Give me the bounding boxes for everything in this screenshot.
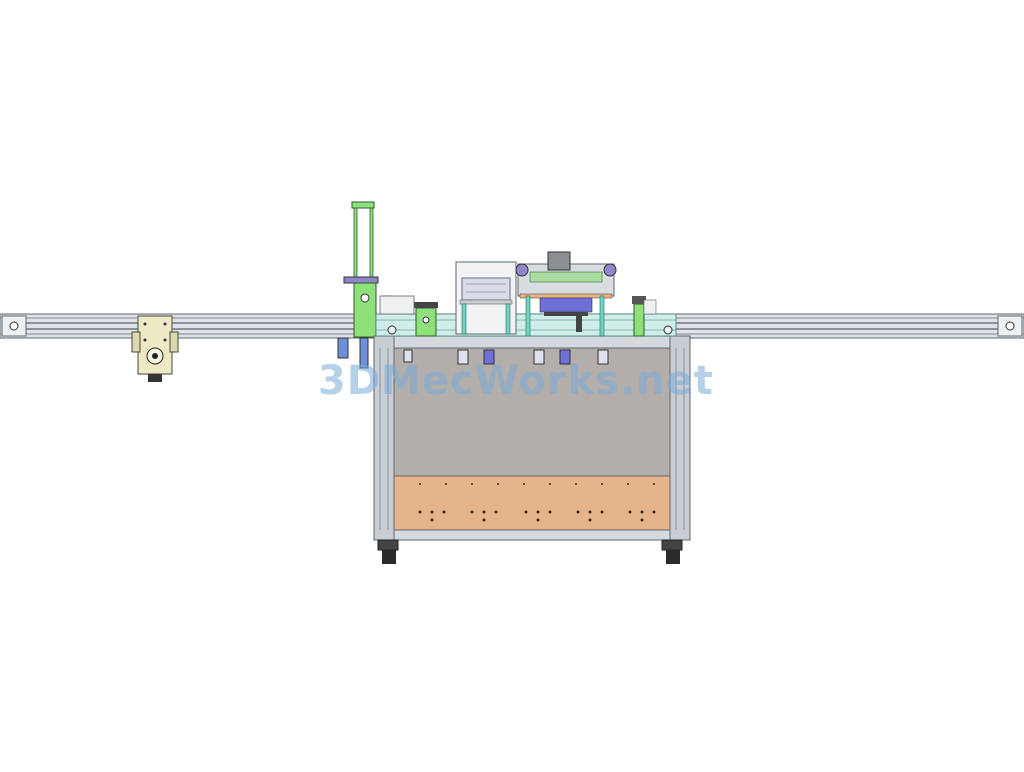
main-frame <box>373 335 691 564</box>
station-green-right <box>632 296 657 337</box>
station-glass-box <box>455 261 517 335</box>
cylinders <box>403 349 609 365</box>
left-carriage <box>131 315 179 382</box>
station-press-head <box>515 251 617 337</box>
station-green-left <box>379 295 438 337</box>
